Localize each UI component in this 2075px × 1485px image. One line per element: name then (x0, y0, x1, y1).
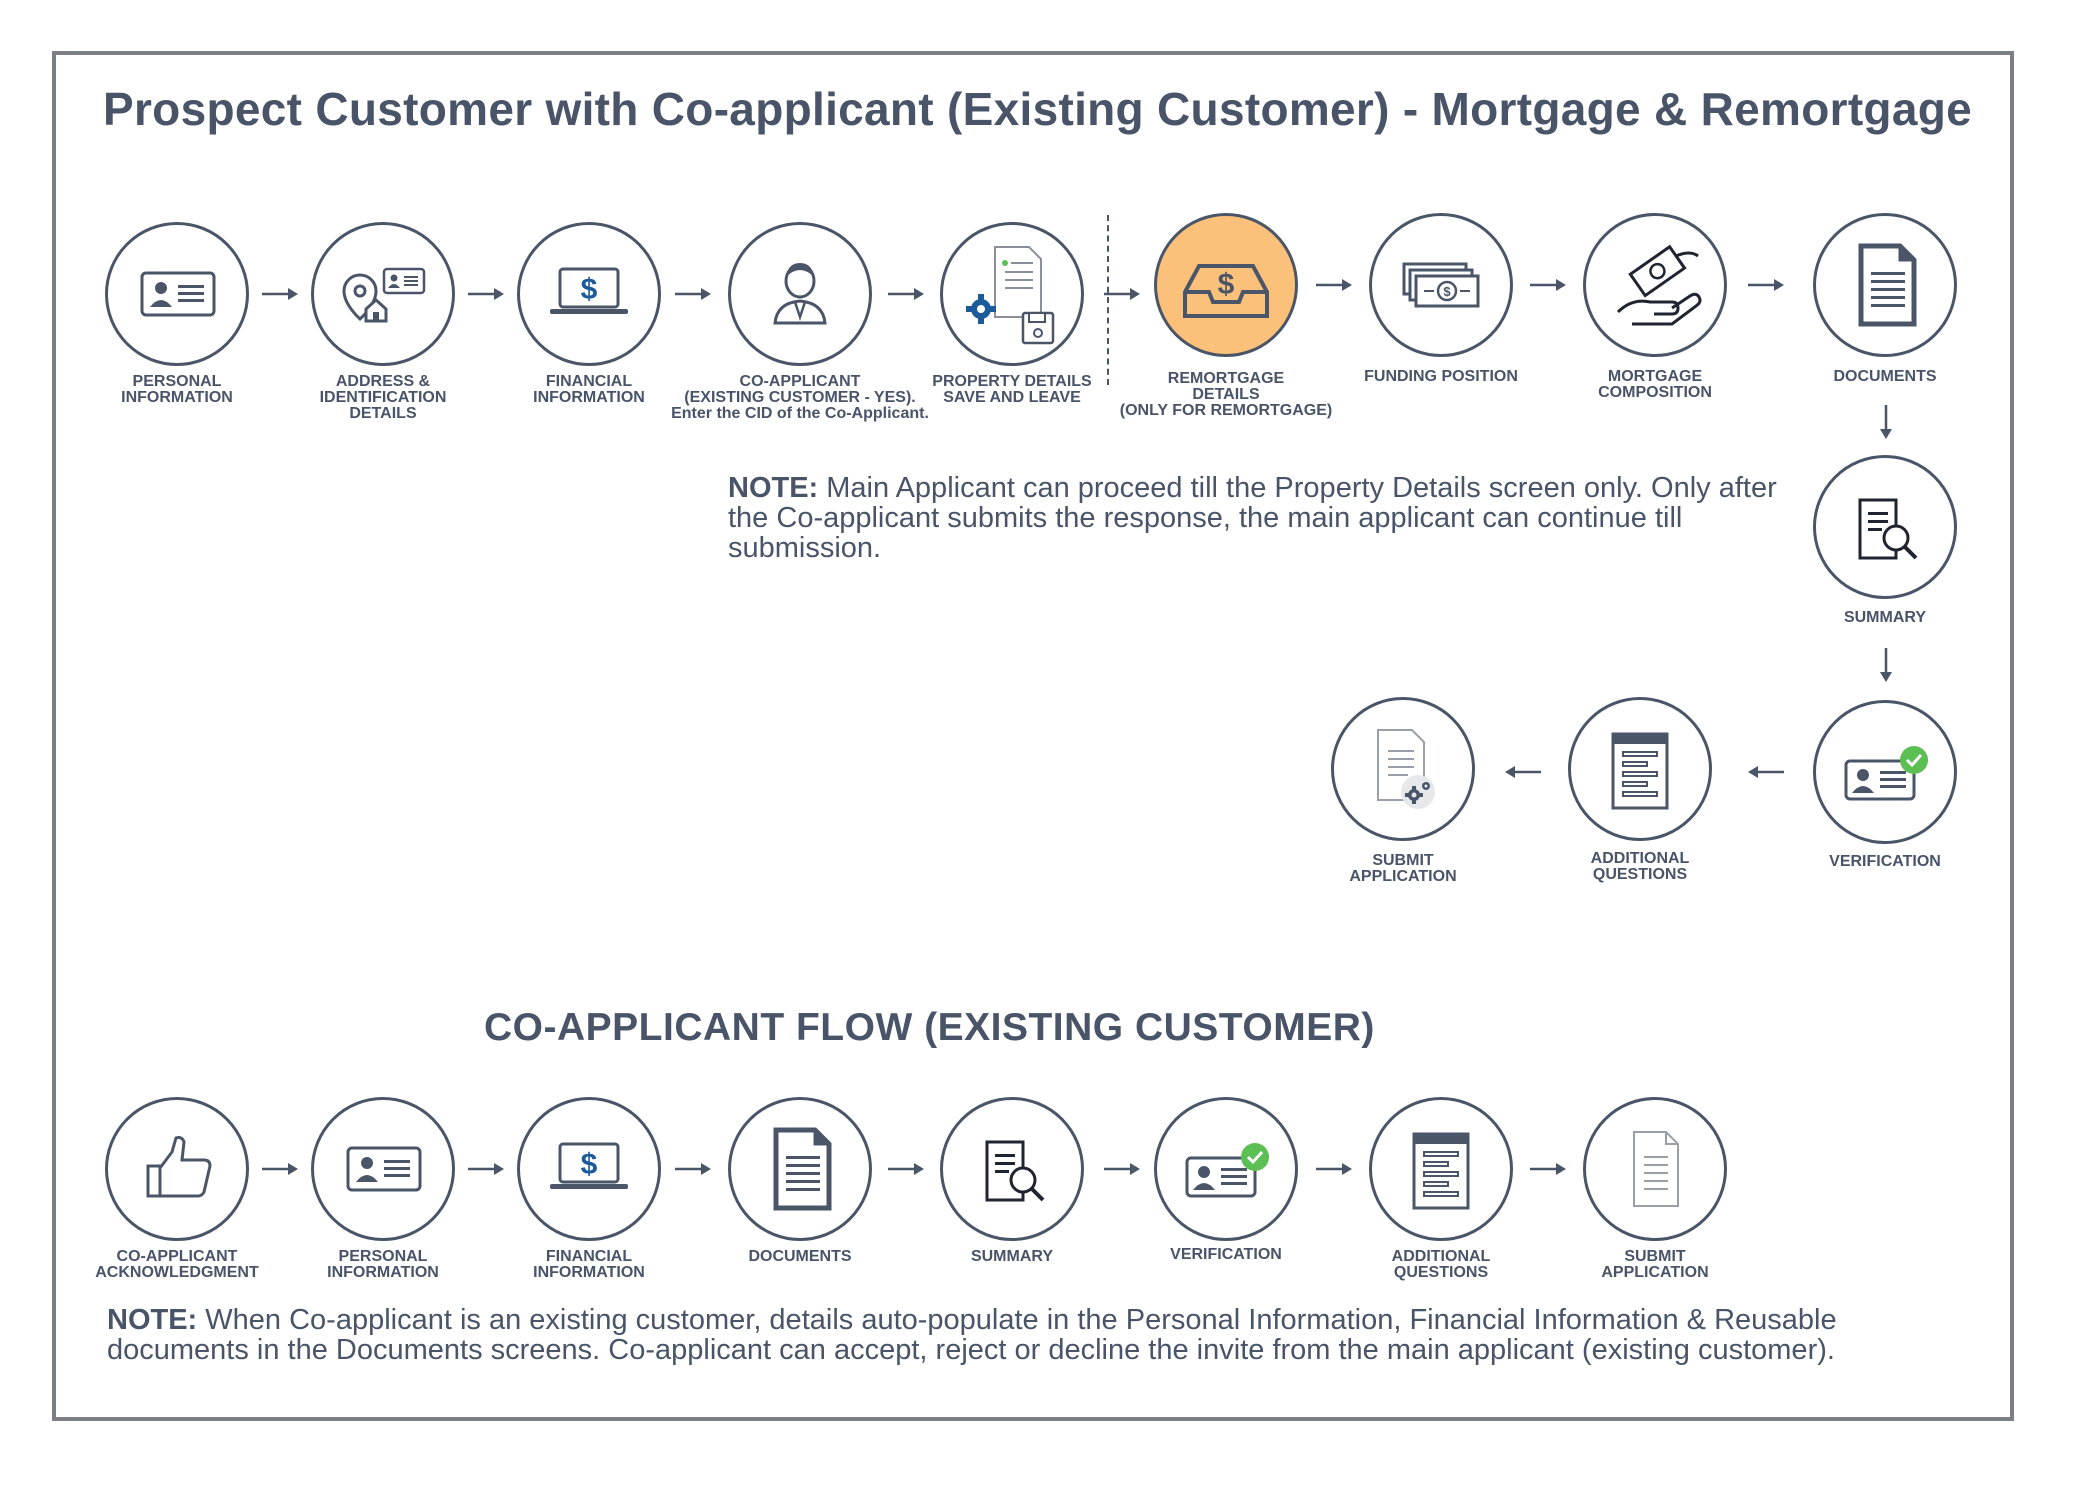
step-label: SUBMIT APPLICATION (1601, 1248, 1709, 1281)
step-label: VERIFICATION (1829, 853, 1941, 870)
id-card-icon (140, 271, 216, 317)
step-label: CO-APPLICANT ACKNOWLEDGMENT (95, 1248, 259, 1281)
arrow-down (1878, 405, 1894, 441)
arrow-right (1104, 286, 1142, 302)
document-icon (773, 1127, 832, 1211)
note-main: NOTE: Main Applicant can proceed till th… (728, 473, 1788, 563)
arrow-right (1316, 277, 1354, 293)
id-card-check-icon (1844, 746, 1928, 801)
step-label: FINANCIAL INFORMATION (533, 1248, 645, 1281)
coapplicant-flow-title: CO-APPLICANT FLOW (EXISTING CUSTOMER) (484, 1006, 1375, 1049)
step-label: PERSONAL INFORMATION (121, 373, 233, 406)
note-text: When Co-applicant is an existing custome… (107, 1304, 1837, 1366)
location-home-icon (342, 267, 426, 323)
hand-money-icon (1616, 244, 1702, 326)
document-gear-save-icon (966, 246, 1055, 345)
step-label: ADDITIONAL QUESTIONS (1590, 850, 1690, 883)
arrow-right (1748, 277, 1786, 293)
svg-text:$: $ (1218, 268, 1235, 301)
page-title: Prospect Customer with Co-applicant (Exi… (103, 83, 1972, 135)
step-label: DOCUMENTS (748, 1248, 852, 1265)
arrow-down (1878, 648, 1894, 684)
document-icon (1858, 243, 1917, 327)
arrow-right (888, 286, 926, 302)
cash-stack-icon: $ (1402, 262, 1480, 308)
step-label: FUNDING POSITION (1364, 368, 1518, 385)
step-label: SUMMARY (970, 1248, 1054, 1265)
document-icon (1633, 1131, 1679, 1207)
step-label: SUBMIT APPLICATION (1349, 852, 1457, 885)
svg-text:$: $ (581, 1148, 598, 1181)
flow-divider (1107, 215, 1109, 385)
arrow-right (1530, 277, 1568, 293)
arrow-left (1746, 764, 1784, 780)
arrow-right (1530, 1161, 1568, 1177)
note-coapplicant: NOTE: When Co-applicant is an existing c… (107, 1305, 1867, 1365)
form-list-icon (1412, 1132, 1470, 1210)
svg-text:$: $ (581, 273, 598, 306)
thumbs-up-icon (146, 1136, 212, 1198)
form-list-icon (1611, 732, 1669, 810)
arrow-right (1104, 1161, 1142, 1177)
note-text: Main Applicant can proceed till the Prop… (728, 472, 1777, 564)
svg-text:$: $ (1443, 284, 1451, 299)
id-card-check-icon (1185, 1143, 1269, 1198)
laptop-dollar-icon: $ (550, 267, 628, 314)
step-label: VERIFICATION (1170, 1246, 1282, 1263)
arrow-right (1316, 1161, 1354, 1177)
step-label: REMORTGAGE DETAILS (ONLY FOR REMORTGAGE) (1119, 370, 1333, 419)
arrow-right (675, 286, 713, 302)
step-label: ADDRESS & IDENTIFICATION DETAILS (319, 373, 447, 422)
step-label: FINANCIAL INFORMATION (533, 373, 645, 406)
step-label: MORTGAGE COMPOSITION (1598, 368, 1712, 401)
arrow-right (468, 286, 506, 302)
inbox-dollar-icon: $ (1183, 264, 1269, 318)
step-label: PERSONAL INFORMATION (327, 1248, 439, 1281)
step-label: ADDITIONAL QUESTIONS (1391, 1248, 1491, 1281)
arrow-right (888, 1161, 926, 1177)
document-search-icon (985, 1140, 1045, 1202)
note-prefix: NOTE: (107, 1304, 198, 1336)
arrow-right (675, 1161, 713, 1177)
document-search-icon (1848, 488, 1922, 566)
note-prefix: NOTE: (728, 472, 819, 504)
step-label: CO-APPLICANT (EXISTING CUSTOMER - YES). … (671, 373, 929, 422)
arrow-right (262, 1161, 300, 1177)
laptop-dollar-icon: $ (550, 1142, 628, 1189)
arrow-right (262, 286, 300, 302)
step-label: DOCUMENTS (1833, 368, 1937, 385)
step-label: SUMMARY (1843, 609, 1927, 626)
arrow-left (1503, 764, 1541, 780)
id-card-icon (346, 1146, 422, 1192)
step-label: PROPERTY DETAILS SAVE AND LEAVE (932, 373, 1092, 406)
arrow-right (468, 1161, 506, 1177)
document-gear-icon (1377, 729, 1435, 809)
person-icon (773, 263, 827, 325)
diagram-frame (52, 51, 2014, 1421)
